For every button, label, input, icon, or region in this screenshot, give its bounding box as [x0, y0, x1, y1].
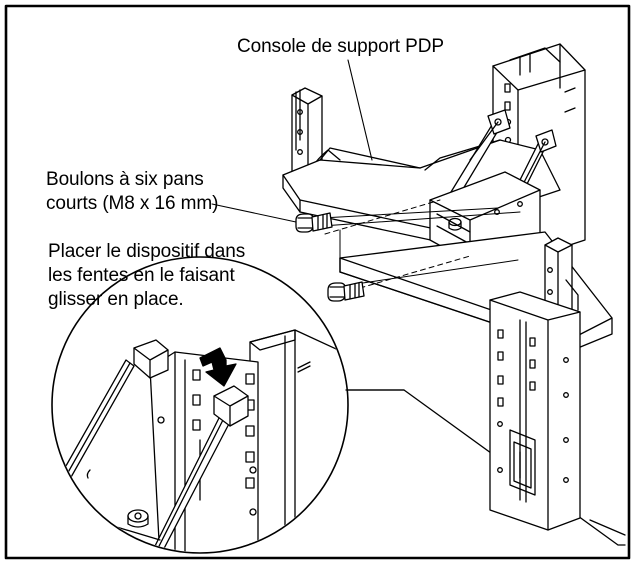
label-placement-line3: glisser en place.: [48, 289, 184, 310]
bolt-upper: [295, 212, 333, 233]
label-hex-bolts-line1: Boulons à six pans: [46, 169, 204, 190]
label-placement-line1: Placer le dispositif dans: [48, 241, 246, 262]
label-placement-line2: les fentes en le faisant: [48, 265, 235, 286]
leader-console: [347, 59, 373, 161]
wall-line: [339, 389, 626, 546]
label-hex-bolts-line2: courts (M8 x 16 mm): [46, 193, 219, 214]
floor-line: [589, 519, 626, 536]
label-placement-instruction: Placer le dispositif dans les fentes en …: [48, 240, 245, 312]
label-console-support: Console de support PDP: [237, 36, 444, 57]
bolt-lower: [327, 281, 365, 302]
figure-frame: [4, 4, 631, 560]
label-hex-bolts: Boulons à six pans courts (M8 x 16 mm): [46, 168, 218, 216]
leader-bolts: [211, 203, 297, 223]
alignment-lines: [321, 199, 521, 289]
leader-placement: [258, 257, 270, 270]
lower-stand: [339, 231, 613, 531]
